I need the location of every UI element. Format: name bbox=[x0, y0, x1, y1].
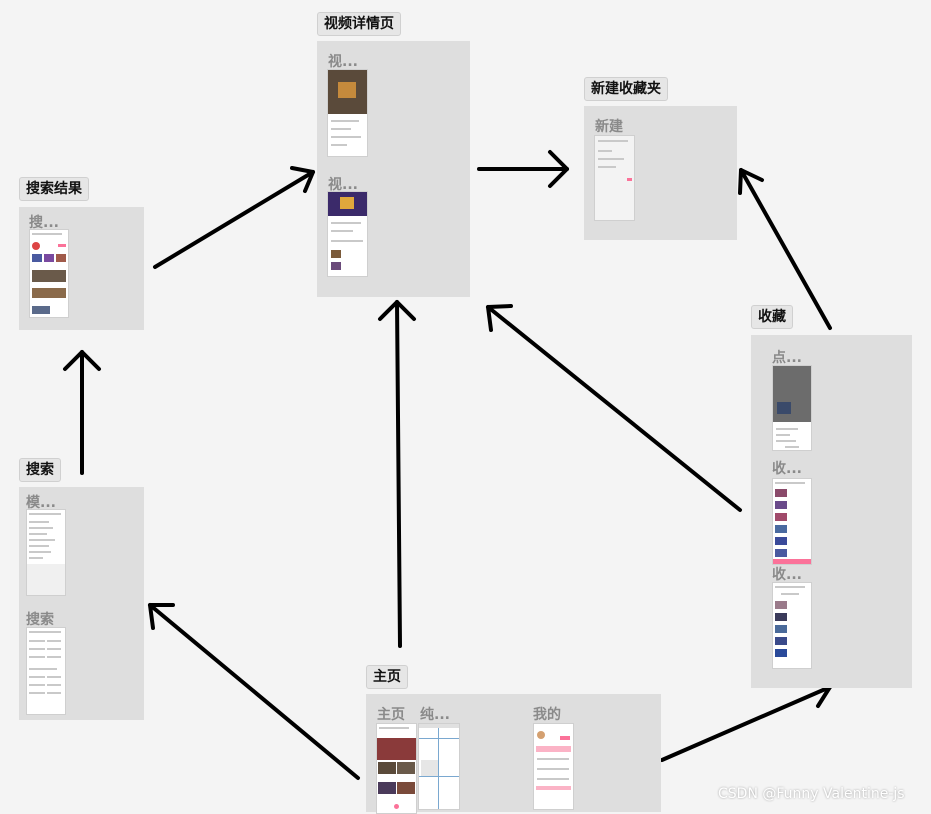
screen-thumbnail bbox=[327, 69, 368, 157]
group-title-favorites: 收藏 bbox=[751, 305, 793, 329]
screen-label: 点... bbox=[772, 350, 802, 366]
screen-label: 搜索 bbox=[26, 612, 54, 628]
arrow-favorites-to-new-folder bbox=[738, 168, 832, 330]
group-title-search-result: 搜索结果 bbox=[19, 177, 89, 201]
arrow-favorites-to-video-detail bbox=[486, 304, 742, 512]
screen-thumbnail bbox=[26, 627, 66, 715]
group-panel-home: 主页 纯... 我的 bbox=[366, 694, 661, 814]
arrow-home-to-video-detail bbox=[378, 300, 416, 648]
screen-label: 搜... bbox=[29, 215, 59, 231]
group-panel-video-detail: 视... 视... bbox=[317, 41, 470, 297]
screen-thumbnail bbox=[418, 723, 460, 810]
screen-thumbnail bbox=[26, 509, 66, 596]
screen-label: 收... bbox=[772, 567, 802, 583]
group-title-video-detail: 视频详情页 bbox=[317, 12, 401, 36]
screen-label: 主页 bbox=[377, 707, 405, 723]
screen-thumbnail bbox=[772, 582, 812, 669]
screen-label: 我的 bbox=[533, 707, 561, 723]
screen-thumbnail bbox=[376, 723, 417, 814]
screen-label: 视... bbox=[328, 177, 358, 193]
screen-thumbnail bbox=[772, 365, 812, 451]
screen-thumbnail bbox=[594, 135, 635, 221]
arrow-home-to-search bbox=[148, 603, 360, 780]
group-title-home: 主页 bbox=[366, 665, 408, 689]
arrow-home-to-favorites bbox=[660, 681, 832, 762]
screen-thumbnail bbox=[772, 478, 812, 565]
group-panel-search: 模... 搜索 bbox=[19, 487, 144, 720]
screen-thumbnail bbox=[327, 191, 368, 277]
watermark: CSDN @Funny Valentine-js bbox=[718, 786, 905, 802]
screen-thumbnail bbox=[29, 229, 69, 318]
group-title-search: 搜索 bbox=[19, 458, 61, 482]
screen-thumbnail bbox=[533, 723, 574, 810]
group-panel-favorites: 点... 收... 收... bbox=[751, 335, 912, 688]
screen-label: 视... bbox=[328, 54, 358, 70]
group-panel-search-result: 搜... bbox=[19, 207, 144, 330]
group-panel-new-folder: 新建 bbox=[584, 106, 737, 240]
screen-label: 纯... bbox=[420, 707, 450, 723]
arrow-search-result-to-video-detail bbox=[153, 166, 315, 269]
group-title-new-folder: 新建收藏夹 bbox=[584, 77, 668, 101]
arrow-search-to-search-result bbox=[63, 350, 101, 475]
screen-label: 新建 bbox=[595, 119, 623, 135]
screen-label: 收... bbox=[772, 461, 802, 477]
screen-label: 模... bbox=[26, 495, 56, 511]
arrow-video-detail-to-new-folder bbox=[477, 150, 569, 188]
